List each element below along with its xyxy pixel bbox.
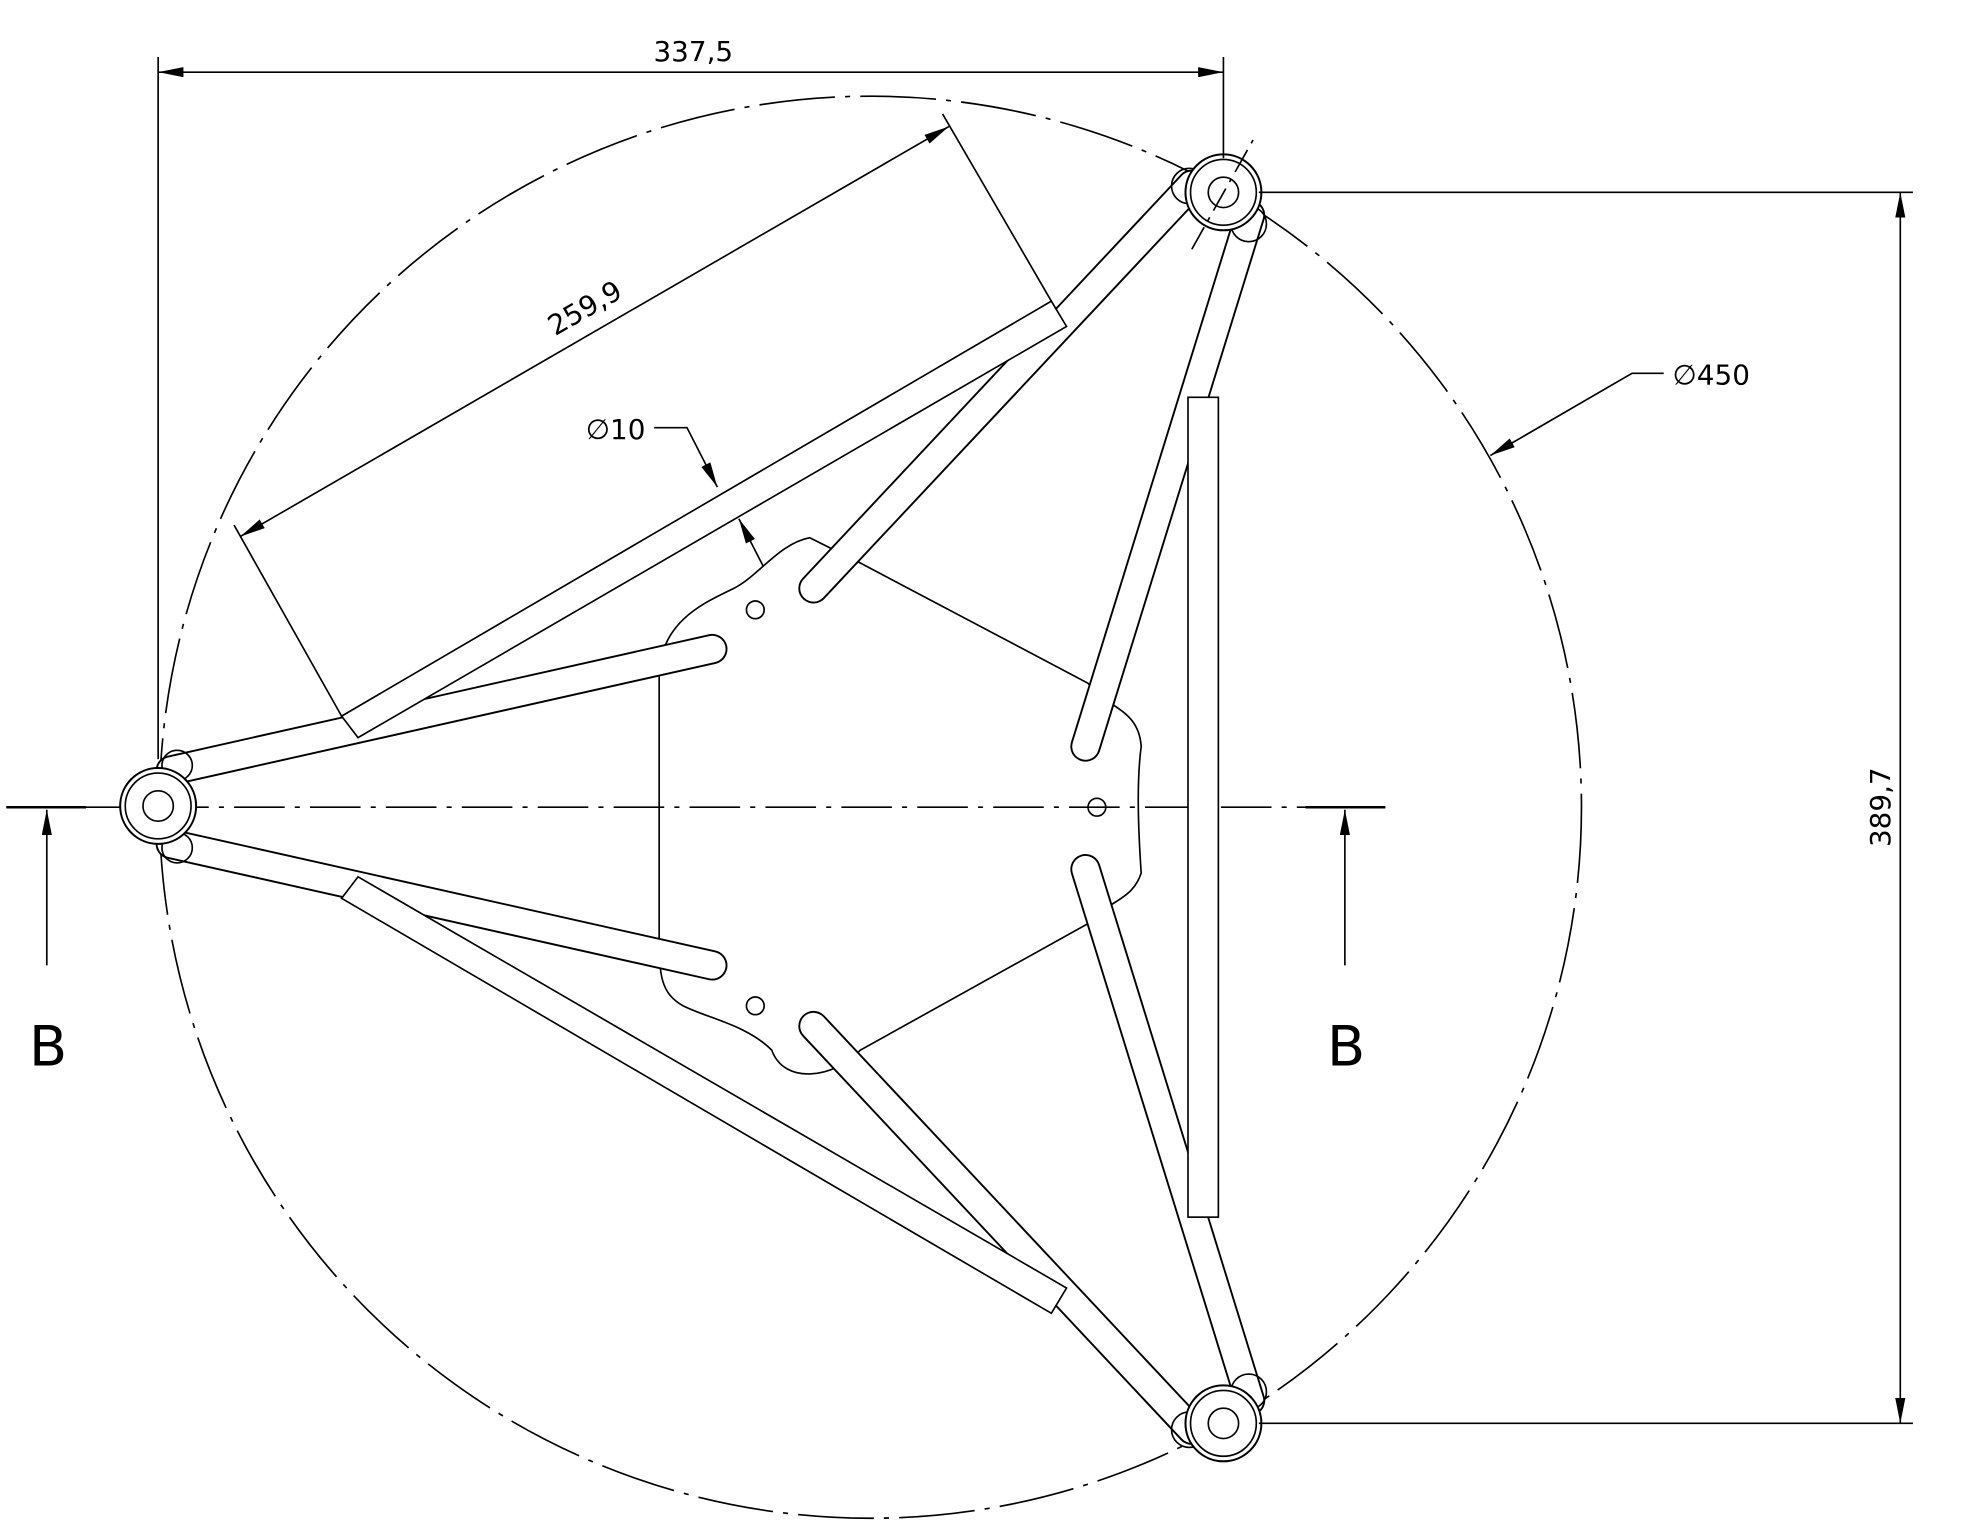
plate-hole — [745, 996, 765, 1016]
tube-right-lower — [1070, 854, 1266, 1416]
center-plate — [658, 536, 1143, 1075]
plate-hole — [1087, 797, 1107, 817]
tube-right-upper — [1070, 199, 1266, 762]
plate-hole — [745, 600, 765, 620]
node-bottom — [1170, 1373, 1268, 1463]
node-left — [119, 749, 198, 864]
sleeve-upper — [340, 300, 1068, 739]
tube-upper-inner — [155, 633, 728, 786]
dimension-circle: ∅450 — [1489, 359, 1750, 457]
section-marker-left: B — [6, 805, 87, 1079]
dimension-circle-label: ∅450 — [1673, 359, 1750, 392]
dimension-strut-label: 259,9 — [542, 274, 627, 342]
dimension-width: 337,5 — [157, 35, 1225, 760]
section-label-left: B — [29, 1014, 67, 1079]
dimension-height-label: 389,7 — [1864, 767, 1897, 847]
tubes — [155, 169, 1266, 1445]
dimension-tube: ∅10 — [586, 413, 764, 566]
section-marker-right: B — [1305, 805, 1386, 1079]
tube-lower-outer — [798, 1010, 1207, 1445]
section-label-right: B — [1327, 1014, 1365, 1079]
tube-upper-outer — [798, 169, 1207, 604]
dimension-height: 389,7 — [1258, 191, 1913, 1425]
sleeve-right — [1187, 396, 1220, 1218]
sleeve-lower — [340, 875, 1068, 1315]
dimension-width-label: 337,5 — [653, 35, 733, 68]
dimension-tube-label: ∅10 — [586, 413, 646, 446]
tube-lower-inner — [155, 828, 728, 981]
